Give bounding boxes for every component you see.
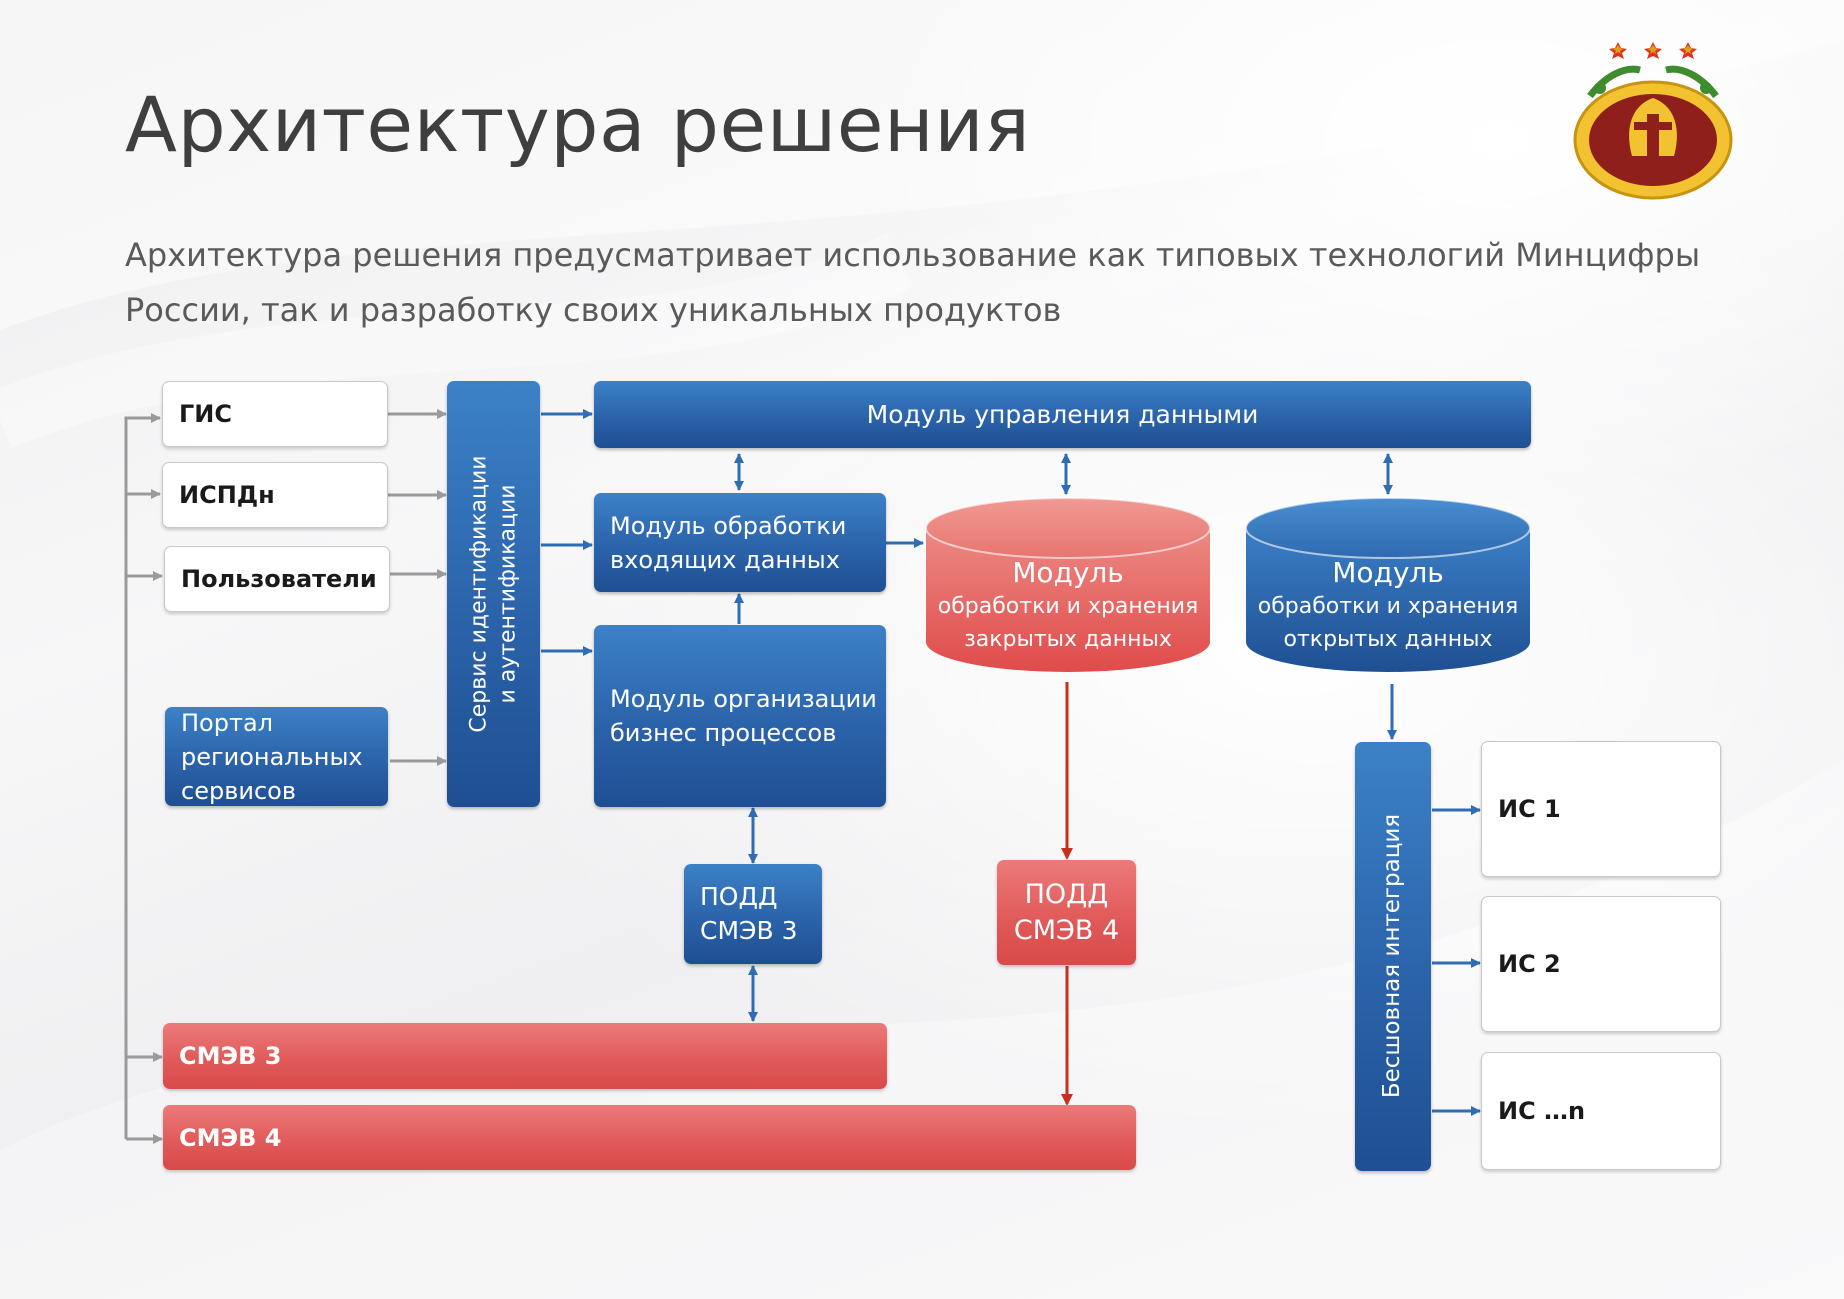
podd-smev3-label: ПОДД СМЭВ 3 [700, 882, 798, 945]
auth-service[interactable]: Сервис идентификации и аутентификации [447, 381, 540, 807]
source-ispdn-label: ИСПДн [179, 481, 275, 509]
source-gis-label: ГИС [179, 400, 232, 428]
source-ispdn[interactable]: ИСПДн [162, 462, 388, 528]
source-portal-label: Портал региональных сервисов [181, 708, 363, 805]
target-is1[interactable]: ИС 1 [1481, 741, 1721, 877]
closed-data-cylinder[interactable] [924, 496, 1212, 676]
auth-service-label: Сервис идентификации и аутентификации [466, 455, 521, 733]
source-gis[interactable]: ГИС [162, 381, 388, 447]
incoming-data-label: Модуль обработки входящих данных [610, 511, 847, 574]
smev4-bus-label: СМЭВ 4 [179, 1123, 282, 1152]
closed-data-label: Модуль обработки и хранения закрытых дан… [937, 556, 1199, 652]
data-management-module[interactable]: Модуль управления данными [594, 381, 1531, 448]
source-users-label: Пользователи [181, 565, 377, 593]
page-title: Архитектура решения [125, 80, 1031, 169]
target-is1-label: ИС 1 [1498, 795, 1561, 823]
seamless-integration[interactable]: Бесшовная интеграция [1355, 742, 1431, 1171]
incoming-data-module[interactable]: Модуль обработки входящих данных [594, 493, 886, 592]
podd-smev4-label: ПОДД СМЭВ 4 [1013, 878, 1120, 946]
target-is2-label: ИС 2 [1498, 950, 1561, 978]
source-portal[interactable]: Портал региональных сервисов [165, 707, 388, 806]
smev4-bus[interactable]: СМЭВ 4 [163, 1105, 1136, 1170]
smev3-bus[interactable]: СМЭВ 3 [163, 1023, 887, 1089]
podd-smev3[interactable]: ПОДД СМЭВ 3 [684, 864, 822, 964]
smev3-bus-label: СМЭВ 3 [179, 1042, 282, 1070]
data-management-label: Модуль управления данными [866, 400, 1259, 429]
business-process-label: Модуль организации бизнес процессов [610, 685, 877, 747]
podd-smev4[interactable]: ПОДД СМЭВ 4 [997, 860, 1136, 965]
chuvash-emblem-icon [1573, 42, 1733, 200]
source-users[interactable]: Пользователи [164, 546, 390, 612]
open-data-cylinder[interactable] [1244, 496, 1532, 676]
seamless-integration-label: Бесшовная интеграция [1379, 813, 1405, 1099]
business-process-module[interactable]: Модуль организации бизнес процессов [594, 625, 886, 807]
page-subtitle: Архитектура решения предусматривает испо… [125, 236, 1701, 329]
target-isn[interactable]: ИС …n [1481, 1052, 1721, 1170]
target-is2[interactable]: ИС 2 [1481, 896, 1721, 1032]
target-isn-label: ИС …n [1498, 1097, 1586, 1125]
open-data-label: Модуль обработки и хранения открытых дан… [1257, 556, 1519, 652]
